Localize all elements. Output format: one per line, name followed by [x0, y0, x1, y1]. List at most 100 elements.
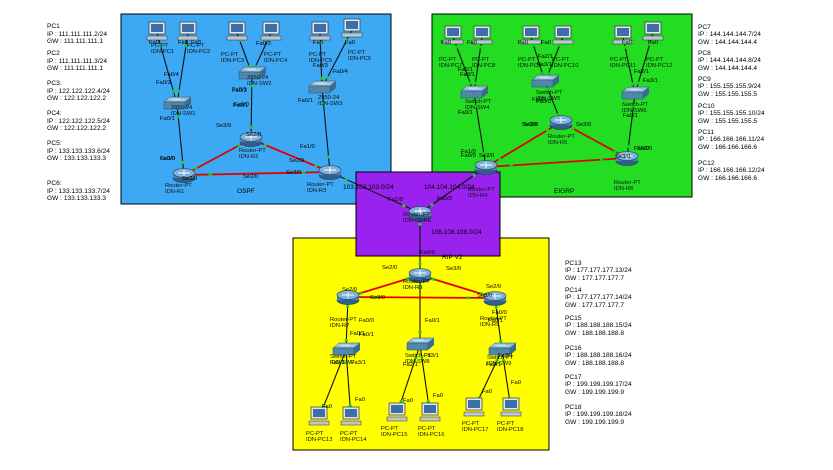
info-gw: GW : 122.122.122.2 — [47, 94, 107, 102]
port-status-dot — [348, 404, 352, 408]
pc11-device-icon[interactable] — [612, 25, 634, 45]
r7-device-icon[interactable] — [336, 290, 360, 305]
port-label: Se2/0 — [243, 174, 258, 180]
pc5-device-icon[interactable] — [309, 21, 331, 41]
left-ip-info: PC1 IP : 111.111.111.2/24 GW : 111.111.1… — [47, 9, 107, 59]
port-status-dot — [531, 43, 536, 47]
port-status-dot — [497, 157, 502, 161]
port-status-dot — [558, 43, 562, 47]
port-label: Fa0/4 — [333, 69, 349, 75]
port-status-dot — [474, 104, 478, 108]
r5-device-icon[interactable] — [549, 115, 573, 130]
port-label: Fa0/1 — [532, 97, 547, 103]
port-status-dot — [499, 339, 503, 343]
info-title: PC18 — [565, 404, 582, 412]
info-gw: GW : 111.111.111.1 — [47, 64, 104, 72]
port-label: Fa0 — [191, 40, 201, 46]
port-status-dot — [320, 76, 324, 80]
pc5-info: PC5: IP : 133.133.133.6/24 GW : 133.133.… — [47, 140, 110, 162]
pc13-device-icon[interactable] — [308, 406, 330, 426]
port-status-dot — [546, 72, 550, 76]
port-label: Se2/0 — [289, 158, 304, 164]
sw2-device-icon[interactable] — [238, 66, 267, 80]
r9-device-icon[interactable] — [483, 291, 507, 306]
info-title: PC6: — [47, 180, 62, 188]
r3-device-icon[interactable] — [318, 165, 342, 180]
port-status-dot — [418, 222, 422, 226]
port-status-dot — [502, 359, 506, 363]
pc2-device-icon[interactable] — [177, 21, 199, 41]
info-gw: GW : 144.144.144.4 — [698, 64, 758, 72]
left-ip-info-3: PC3: IP : 122.122.122.4/24 GW : 122.122.… — [47, 66, 110, 116]
sw5-device-icon[interactable] — [531, 74, 560, 88]
port-label: Fa0/1 — [350, 331, 365, 337]
pc17-device-icon[interactable] — [463, 397, 485, 417]
info-ip: IP : 166.166.166.12/24 — [698, 167, 765, 175]
port-label: Fa2/1 — [330, 360, 345, 366]
pc16-device-icon[interactable] — [419, 402, 441, 422]
pc9-device-icon[interactable] — [520, 25, 542, 45]
info-gw: GW : 122.122.122.2 — [47, 124, 107, 132]
info-title: PC9 — [698, 76, 711, 84]
port-label: Se2/0 — [342, 287, 357, 293]
info-ip: IP : 188.188.188.16/24 — [565, 352, 632, 360]
sw8-device-icon[interactable] — [406, 337, 435, 351]
pc14-device-icon[interactable] — [340, 406, 362, 426]
port-label: Se2/0 — [486, 284, 501, 290]
info-title: PC2 — [47, 50, 60, 58]
sw1-device-icon[interactable] — [163, 96, 192, 110]
port-status-dot — [321, 101, 326, 105]
port-label: Fa0/0 — [461, 153, 476, 159]
port-label: Fa3/1 — [424, 353, 439, 359]
port-label: Fa0 — [355, 397, 365, 403]
pc3-device-icon[interactable] — [226, 21, 248, 41]
port-label: Fa0/0 — [492, 310, 507, 316]
pc18-device-icon[interactable] — [500, 397, 522, 417]
r4-device-icon[interactable] — [474, 160, 498, 175]
sw4-device-icon[interactable] — [460, 85, 489, 99]
port-label: Fa2/1 — [538, 54, 553, 60]
sw6-device-icon[interactable] — [621, 86, 650, 100]
r6-device-icon[interactable] — [615, 151, 639, 166]
right-top-ip-info-4: PC10 IP : 155.155.155.10/24 GW : 155.155… — [698, 96, 765, 125]
port-label: Fa3/1 — [498, 353, 513, 359]
port-status-dot — [171, 89, 175, 93]
info-title: PC17 — [565, 374, 582, 382]
r1-device-icon[interactable] — [172, 168, 196, 183]
left-ip-info-6: PC6: IP : 133.133.133.7/24 GW : 133.133.… — [47, 166, 110, 216]
info-ip: IP : 122.122.122.5/24 — [47, 117, 110, 125]
port-label: Fa0/1 — [233, 103, 248, 109]
network-label-core-r8: 108.108.108.0/24 — [431, 229, 482, 236]
pc10-device-icon[interactable] — [552, 25, 574, 45]
info-ip: IP : 111.111.111.2/24 — [47, 30, 108, 38]
port-status-dot — [159, 44, 163, 48]
pc7-device-icon[interactable] — [442, 25, 464, 45]
sw9-device-icon[interactable] — [488, 342, 517, 356]
port-label: Se2/0 — [637, 146, 652, 152]
r8-device-icon[interactable] — [408, 268, 432, 283]
pc12-device-icon[interactable] — [642, 21, 664, 41]
port-label: Fa1/0 — [300, 144, 315, 150]
sw3-device-icon[interactable] — [308, 80, 337, 94]
pc1-device-icon[interactable] — [146, 21, 168, 41]
info-ip: IP : 199.199.199.17/24 — [565, 381, 632, 389]
core-device-icon[interactable] — [408, 206, 432, 221]
pc4-device-icon[interactable] — [260, 21, 282, 41]
port-status-dot — [420, 355, 424, 360]
pc15-device-icon[interactable] — [386, 402, 408, 422]
info-ip: IP : 144.144.144.7/24 — [698, 31, 761, 39]
sw7-device-icon[interactable] — [332, 342, 361, 356]
pc6-device-icon[interactable] — [341, 18, 363, 38]
r2-device-icon[interactable] — [239, 132, 263, 147]
pc8-device-icon[interactable] — [471, 25, 493, 45]
